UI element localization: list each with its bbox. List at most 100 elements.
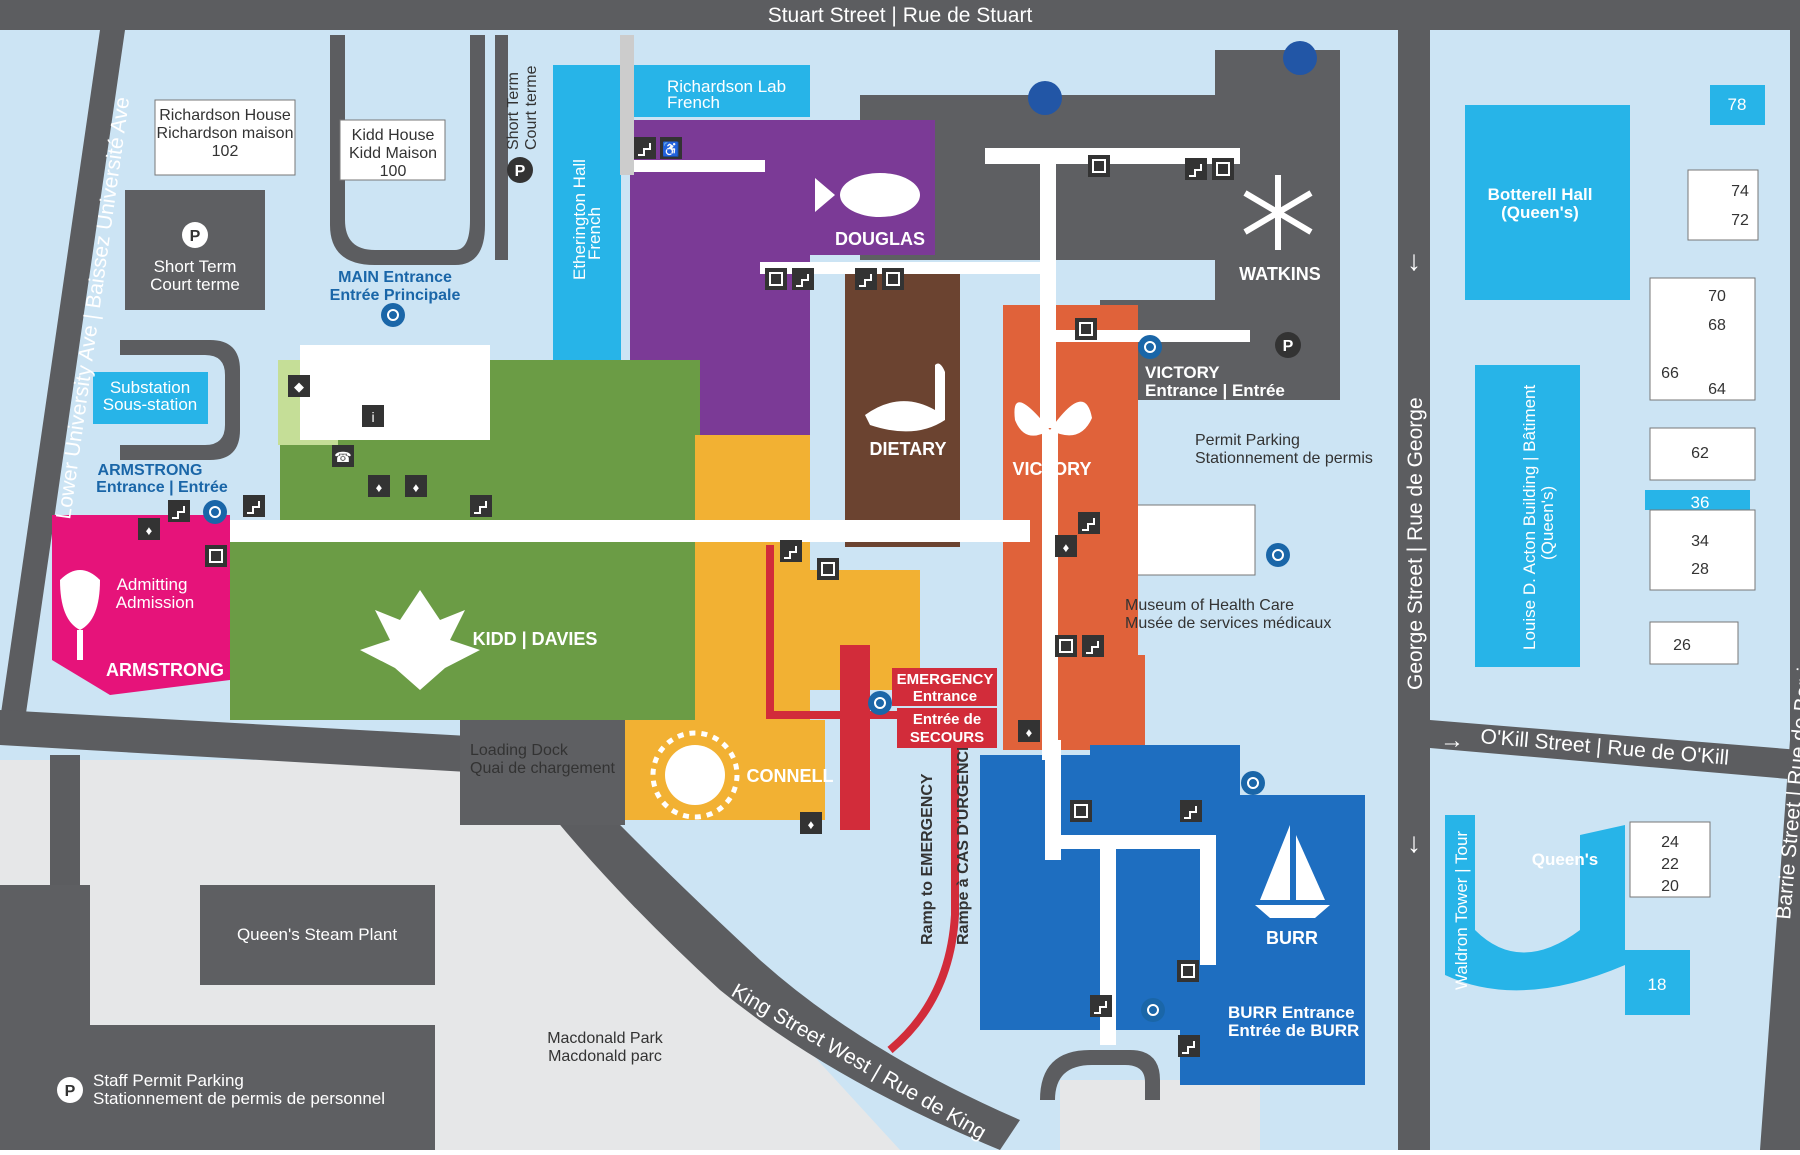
house-36: 36 — [1691, 493, 1710, 512]
house-68: 68 — [1708, 317, 1726, 334]
queens-label: Queen's — [1532, 850, 1598, 869]
maple-leaf-icon — [360, 590, 480, 690]
svg-text:☎: ☎ — [334, 449, 351, 465]
emergency-entrance-line1: EMERGENCY — [897, 671, 994, 688]
victory-entrance-line1: VICTORY — [1145, 363, 1220, 382]
parking-letter: P — [515, 163, 526, 180]
right-arrow-icon: → — [1440, 727, 1464, 754]
house-64: 64 — [1708, 381, 1726, 398]
svg-text:♦: ♦ — [146, 523, 153, 538]
stairs-icon — [780, 540, 802, 562]
house-22: 22 — [1661, 856, 1679, 873]
elevator-icon — [1055, 635, 1077, 657]
admitting-line1: Admitting — [117, 575, 188, 594]
connell-label: CONNELL — [747, 766, 834, 786]
svg-text:♦: ♦ — [1063, 540, 1070, 555]
stairs-icon — [470, 495, 492, 517]
admitting-line2: Admission — [116, 593, 194, 612]
burr-entrance-line2: Entrée de BURR — [1228, 1021, 1359, 1040]
staff-parking-line1: Staff Permit Parking — [93, 1071, 244, 1090]
tulip-icon — [60, 570, 100, 660]
richardson-lab-line1: Richardson Lab — [667, 77, 786, 96]
elevator-icon — [205, 545, 227, 567]
svg-text:♿: ♿ — [662, 141, 679, 158]
emergency-route — [766, 545, 905, 719]
kidd-house-line2: Kidd Maison — [349, 145, 437, 162]
substation-line2: Sous-station — [103, 395, 198, 414]
short-term-driveway — [495, 35, 508, 260]
macdonald-park-line1: Macdonald Park — [547, 1030, 664, 1047]
parking-icon[interactable]: P — [507, 157, 533, 183]
building-26 — [1649, 621, 1739, 665]
lab-connector — [620, 35, 634, 175]
richardson-house — [154, 99, 296, 176]
svg-text:i: i — [371, 409, 374, 425]
kidd-house-line3: 100 — [380, 163, 407, 180]
elevator-icon — [817, 558, 839, 580]
house-74: 74 — [1731, 183, 1749, 200]
house-70: 70 — [1708, 288, 1726, 305]
sun-icon — [650, 730, 740, 820]
botterell-line2: (Queen's) — [1501, 203, 1579, 222]
short-term-top-line1: Short Term — [505, 72, 522, 150]
wheelchair-icon — [381, 303, 405, 327]
stairs-icon — [634, 137, 656, 159]
building-34-28 — [1649, 509, 1756, 591]
parking-icon[interactable]: P — [182, 222, 208, 248]
entree-secours-line2: SECOURS — [910, 729, 984, 746]
elevator-icon — [882, 268, 904, 290]
kidd-house-line1: Kidd House — [352, 127, 435, 144]
waldron-label: Waldron Tower | Tour — [1452, 831, 1471, 990]
butterfly-icon — [1014, 401, 1092, 436]
burr-label: BURR — [1266, 928, 1318, 948]
house-78: 78 — [1728, 95, 1747, 114]
acton-line2: (Queen's) — [1538, 486, 1557, 560]
restroom-icon: ♦ — [405, 475, 427, 497]
stuart-street-label: Stuart Street | Rue de Stuart — [768, 4, 1033, 27]
steam-plant-building — [200, 885, 435, 985]
etherington-line1: Etherington Hall — [570, 159, 589, 280]
armstrong-wing — [52, 515, 230, 695]
parking-letter: P — [190, 228, 201, 245]
snowflake-icon — [1243, 175, 1313, 250]
wheelchair-icon — [868, 691, 892, 715]
elevator-icon — [1070, 800, 1092, 822]
acton-line1: Louise D. Acton Building | Bâtiment — [1520, 384, 1539, 650]
parking-icon[interactable]: P — [1275, 332, 1301, 358]
down-arrow-icon: ↓ — [1407, 827, 1421, 858]
victory-corridor-north — [1040, 148, 1056, 428]
george-street-road — [1398, 30, 1430, 1150]
richardson-house-line3: 102 — [212, 143, 239, 160]
staff-parking-area — [0, 885, 90, 1150]
restroom-icon: ♦ — [368, 475, 390, 497]
water-icon: ◆ — [288, 375, 310, 397]
emergency-sign — [892, 668, 997, 706]
botterell-hall — [1465, 105, 1630, 300]
permit-parking-line1: Permit Parking — [1195, 432, 1300, 449]
elevator-icon — [1088, 155, 1110, 177]
entree-secours-line1: Entrée de — [913, 711, 981, 728]
restroom-icon: ♦ — [1018, 720, 1040, 742]
richardson-lab-line2: French — [667, 93, 720, 112]
kidd-driveway — [330, 35, 485, 265]
lower-university-road — [0, 30, 125, 720]
svg-text:♦: ♦ — [808, 817, 815, 832]
parking-icon[interactable]: P — [57, 1077, 83, 1103]
armstrong-label: ARMSTRONG — [106, 660, 224, 680]
short-term-left-line2: Court terme — [150, 275, 240, 294]
museum-building — [1124, 504, 1256, 576]
goose-icon — [865, 363, 945, 432]
richardson-house-line1: Richardson House — [159, 107, 291, 124]
building-78 — [1710, 85, 1765, 125]
parking-letter: P — [1283, 338, 1294, 355]
loading-dock-line1: Loading Dock — [470, 742, 569, 759]
victory-corridor-south — [1042, 430, 1058, 760]
stairs-icon — [1180, 800, 1202, 822]
botterell-line1: Botterell Hall — [1488, 185, 1593, 204]
waldron-tower — [1445, 815, 1625, 991]
armstrong-entrance-line1: ARMSTRONG — [98, 462, 203, 479]
victory-label: VICTORY — [1012, 459, 1091, 479]
restroom-icon: ♦ — [800, 812, 822, 834]
substation-building — [93, 372, 208, 424]
